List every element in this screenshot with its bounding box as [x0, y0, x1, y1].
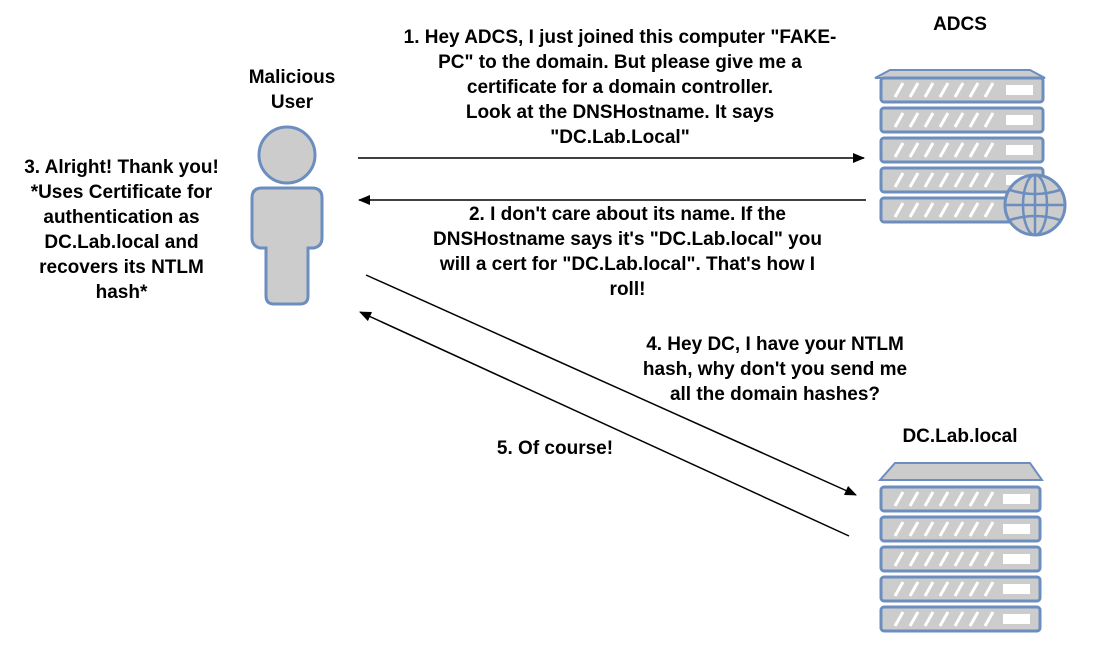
server-with-globe-icon — [874, 69, 1067, 237]
dc-label: DC.Lab.local — [902, 426, 1018, 447]
server-rack-unit — [879, 106, 1045, 134]
server-rack-unit — [879, 136, 1045, 164]
arrow-user-to-dc — [365, 274, 857, 496]
user-icon — [250, 125, 324, 306]
step4-message: 4. Hey DC, I have your NTLM hash, why do… — [642, 334, 908, 405]
server-rack-unit — [879, 76, 1045, 104]
step5-message: 5. Of course! — [496, 438, 614, 459]
malicious-user-label: Malicious User — [248, 67, 336, 113]
step2-message: 2. I don't care about its name. If the D… — [433, 204, 822, 300]
arrow-dc-to-user — [359, 311, 850, 537]
step3-message: 3. Alright! Thank you! *Uses Certificate… — [24, 157, 219, 303]
step1-message: 1. Hey ADCS, I just joined this computer… — [403, 27, 837, 148]
adcs-label: ADCS — [933, 14, 987, 35]
server-icon — [877, 462, 1044, 633]
